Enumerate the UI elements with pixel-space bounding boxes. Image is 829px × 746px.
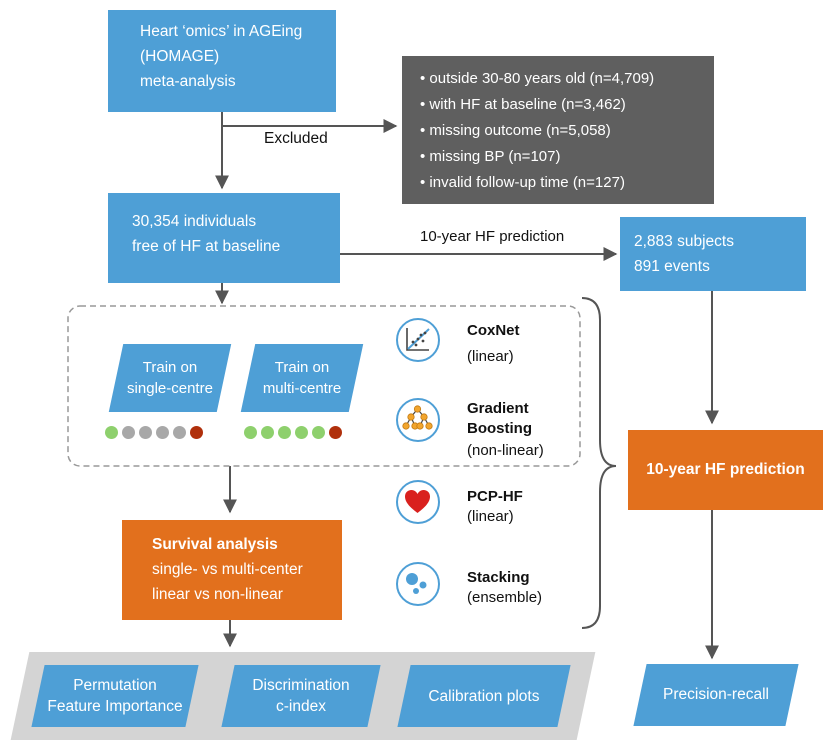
- hf-prediction-box: 10-year HF prediction: [628, 430, 823, 510]
- output-line-2: c-index: [276, 698, 326, 715]
- excluded-label: Excluded: [264, 130, 328, 147]
- exclusion-item: • invalid follow-up time (n=127): [420, 174, 625, 191]
- cohort-box: 30,354 individuals free of HF at baselin…: [108, 193, 340, 283]
- train-single-centre: Train on single-centre: [108, 344, 232, 412]
- exclusion-box: • outside 30-80 years old (n=4,709) • wi…: [402, 56, 714, 204]
- prediction-arrow-label: 10-year HF prediction: [420, 228, 565, 245]
- exclusion-item: • missing BP (n=107): [420, 148, 561, 165]
- centre-dot: [295, 426, 308, 439]
- model-pcp-hf: PCP-HF (linear): [467, 487, 523, 527]
- output-permutation: Permutation Feature Importance: [31, 665, 199, 727]
- output-calibration: Calibration plots: [397, 665, 571, 727]
- train-multi-centre: Train on multi-centre: [240, 344, 364, 412]
- model-brace: [581, 297, 617, 629]
- homage-line-3: meta-analysis: [140, 73, 236, 90]
- subjects-box: 2,883 subjects 891 events: [620, 217, 806, 291]
- training-container: [67, 305, 581, 467]
- survival-analysis-box: Survival analysis single- vs multi-cente…: [122, 520, 342, 620]
- train-multi-line-1: Train on: [274, 359, 330, 376]
- model-type: (non-linear): [467, 442, 544, 459]
- exclusion-item: • with HF at baseline (n=3,462): [420, 96, 626, 113]
- model-type: (linear): [467, 508, 514, 525]
- centre-dot: [173, 426, 186, 439]
- centre-dot: [122, 426, 135, 439]
- precision-recall-label: Precision-recall: [663, 686, 769, 703]
- centre-dot: [329, 426, 342, 439]
- train-single-line-2: single-centre: [127, 380, 213, 397]
- bubbles-icon: [396, 562, 440, 606]
- model-name: Stacking: [467, 569, 530, 586]
- centre-dot: [261, 426, 274, 439]
- model-name: Gradient: [467, 400, 529, 417]
- precision-recall-box: Precision-recall: [633, 664, 799, 726]
- output-line-1: Permutation: [73, 677, 157, 694]
- output-line-1: Discrimination: [252, 677, 350, 694]
- train-multi-line-2: multi-centre: [262, 380, 342, 397]
- centre-dot: [244, 426, 257, 439]
- hf-prediction-label: 10-year HF prediction: [646, 461, 805, 478]
- centre-dot: [278, 426, 291, 439]
- output-discrimination: Discrimination c-index: [221, 665, 381, 727]
- tree-icon: [396, 398, 440, 442]
- centre-dot: [156, 426, 169, 439]
- survival-line-3: linear vs non-linear: [152, 586, 283, 603]
- survival-title: Survival analysis: [152, 536, 278, 553]
- model-type: (ensemble): [467, 589, 543, 606]
- model-name: PCP-HF: [467, 488, 523, 505]
- exclusion-item: • missing outcome (n=5,058): [420, 122, 611, 139]
- model-coxnet: CoxNet (linear): [467, 321, 520, 367]
- centre-dot: [139, 426, 152, 439]
- cohort-line-1: 30,354 individuals: [132, 213, 257, 230]
- train-single-line-1: Train on: [142, 359, 198, 376]
- exclusion-item: • outside 30-80 years old (n=4,709): [420, 70, 655, 87]
- survival-line-2: single- vs multi-center: [152, 561, 303, 578]
- output-line-2: Feature Importance: [47, 698, 183, 715]
- subjects-line-2: 891 events: [634, 258, 710, 275]
- scatter-plot-icon: [396, 318, 440, 362]
- heart-icon: [396, 480, 440, 524]
- model-type: (linear): [467, 348, 514, 365]
- homage-line-1: Heart ‘omics’ in AGEing: [140, 23, 303, 40]
- cohort-line-2: free of HF at baseline: [132, 238, 281, 255]
- subjects-line-1: 2,883 subjects: [634, 233, 734, 250]
- centre-dot: [312, 426, 325, 439]
- model-name: CoxNet: [467, 322, 520, 339]
- output-line-1: Calibration plots: [428, 687, 540, 705]
- model-name-2: Boosting: [467, 420, 532, 437]
- model-gradient-boosting: Gradient Boosting (non-linear): [467, 399, 544, 461]
- homage-box: Heart ‘omics’ in AGEing (HOMAGE) meta-an…: [108, 10, 336, 112]
- centre-dot: [105, 426, 118, 439]
- centre-dot: [190, 426, 203, 439]
- model-stacking: Stacking (ensemble): [467, 568, 542, 608]
- homage-line-2: (HOMAGE): [140, 48, 220, 65]
